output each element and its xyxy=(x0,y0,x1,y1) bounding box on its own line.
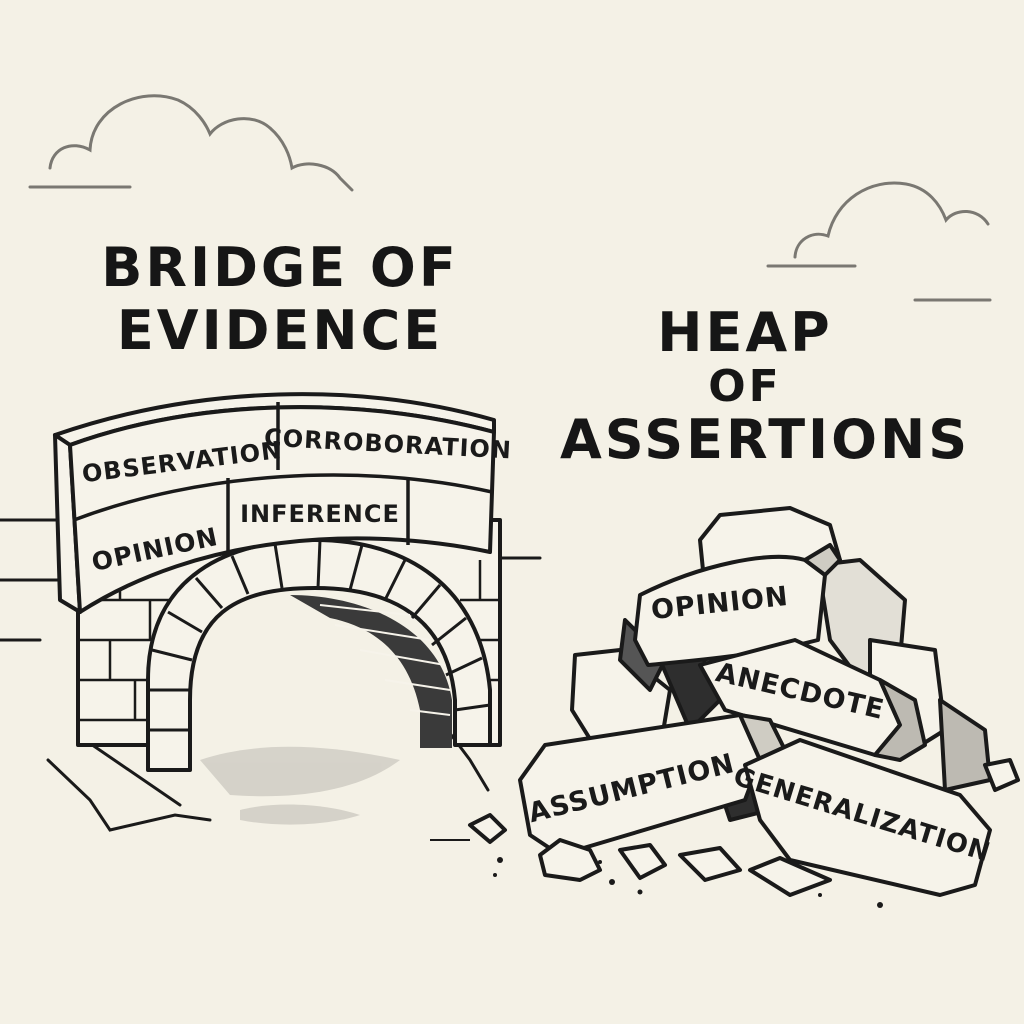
cloud-left xyxy=(28,94,354,192)
cloud-right xyxy=(766,181,992,302)
left-heading: BRIDGE OF EVIDENCE xyxy=(100,236,460,362)
rock-heap xyxy=(468,506,1020,897)
rubble-dots xyxy=(430,839,883,908)
left-heading-line2: EVIDENCE xyxy=(116,298,444,362)
block-label-inference: INFERENCE xyxy=(240,500,400,528)
right-heading-line3: ASSERTIONS xyxy=(560,407,971,471)
right-heading-line1: HEAP xyxy=(657,301,833,364)
right-heading-line2: OF xyxy=(708,360,782,412)
right-heading: HEAP OF ASSERTIONS xyxy=(560,301,971,471)
left-heading-line1: BRIDGE OF xyxy=(101,236,459,299)
bridge xyxy=(76,518,502,772)
ground-left xyxy=(0,518,542,832)
bridge-parapet xyxy=(53,392,496,614)
ground-shadow xyxy=(200,746,400,825)
